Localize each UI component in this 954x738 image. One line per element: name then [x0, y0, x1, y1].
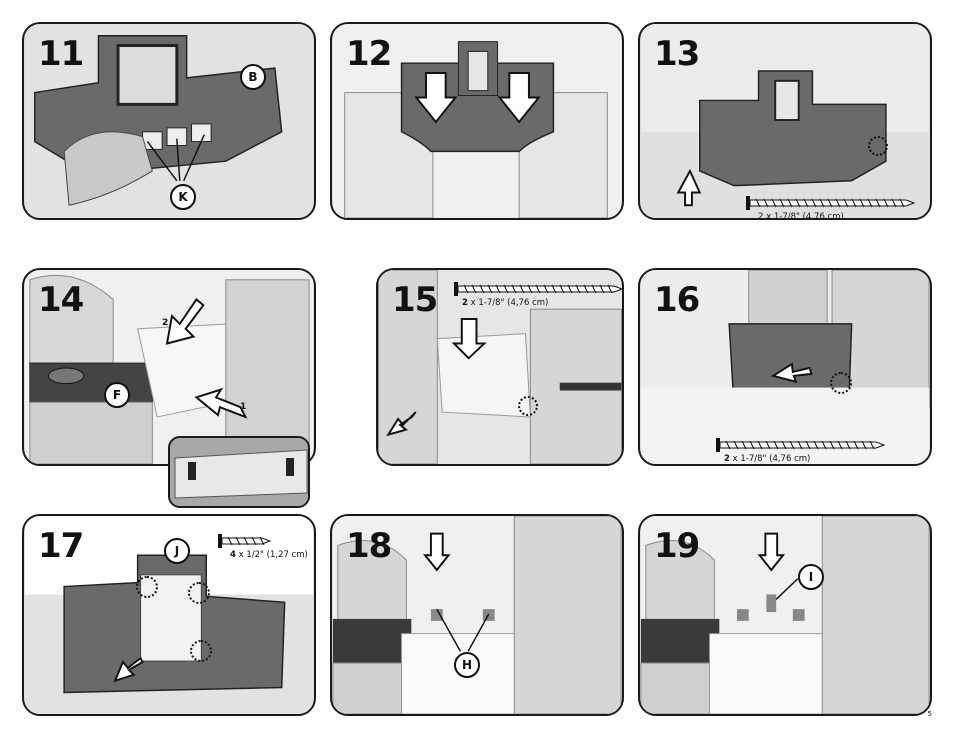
arrow-order-2: 2: [162, 318, 169, 328]
step-14-panel: 14 F 2 1: [22, 268, 316, 466]
step-14-detail-inset: [168, 436, 310, 508]
page-number: 5: [927, 710, 932, 718]
step-16-panel: 16 2 x 1-7/8" (4,76 cm): [638, 268, 932, 466]
step-number: 11: [38, 34, 84, 74]
screw-location-marker: [136, 576, 158, 598]
step-13-illustration: [640, 24, 930, 218]
screw-spec: 2 x 1-7/8" (4,76 cm): [758, 212, 844, 220]
step-number: 14: [38, 280, 84, 320]
step-11-illustration: [24, 24, 314, 218]
step-14-illustration: [24, 270, 314, 464]
step-number: 12: [346, 34, 392, 74]
part-label-k: K: [170, 184, 196, 210]
screw-location-marker: [830, 372, 852, 394]
screw-icon: [716, 438, 886, 452]
screw-icon: [218, 534, 272, 548]
screw-location-marker: [188, 582, 210, 604]
step-15-panel: 15 2 x 1-7/8" (4,76 cm): [376, 268, 624, 466]
screw-spec: 4 x 1/2" (1,27 cm): [230, 550, 308, 560]
step-number: 15: [392, 280, 438, 320]
detail-illustration: [170, 438, 308, 506]
step-19-illustration: [640, 516, 930, 714]
step-number: 19: [654, 526, 700, 566]
screw-location-marker: [518, 396, 538, 416]
step-19-panel: 19 I: [638, 514, 932, 716]
step-17-panel: 17 J 4 x 1/2" (1,27 cm): [22, 514, 316, 716]
screw-size: x 1-7/8" (4,76 cm): [729, 454, 811, 464]
screw-location-marker: [868, 136, 888, 156]
screw-icon: [454, 282, 622, 296]
step-16-illustration: [640, 270, 930, 464]
part-label-j: J: [164, 538, 190, 564]
step-15-illustration: [378, 270, 622, 464]
step-18-illustration: [332, 516, 622, 714]
step-18-panel: 18 H: [330, 514, 624, 716]
part-label-f: F: [104, 382, 130, 408]
screw-size: x 1/2" (1,27 cm): [235, 550, 308, 560]
step-12-panel: 12: [330, 22, 624, 220]
arrow-order-1: 1: [240, 402, 247, 412]
step-13-panel: 13 2 x 1-7/8" (4,76 cm): [638, 22, 932, 220]
part-label-i: I: [798, 564, 824, 590]
screw-location-marker: [190, 640, 212, 662]
screw-icon: [746, 196, 916, 210]
step-number: 16: [654, 280, 700, 320]
step-12-illustration: [332, 24, 622, 218]
screw-size: x 1-7/8" (4,76 cm): [467, 298, 549, 308]
screw-spec: 2 x 1-7/8" (4,76 cm): [724, 454, 810, 464]
screw-spec: 2 x 1-7/8" (4,76 cm): [462, 298, 548, 308]
part-label-h: H: [454, 652, 480, 678]
step-number: 17: [38, 526, 84, 566]
step-11-panel: 11 B K: [22, 22, 316, 220]
screw-quantity: 2: [724, 454, 730, 464]
step-number: 18: [346, 526, 392, 566]
part-label-b: B: [240, 64, 266, 90]
screw-quantity: 4: [230, 550, 236, 560]
screw-quantity: 2: [462, 298, 468, 308]
step-number: 13: [654, 34, 700, 74]
